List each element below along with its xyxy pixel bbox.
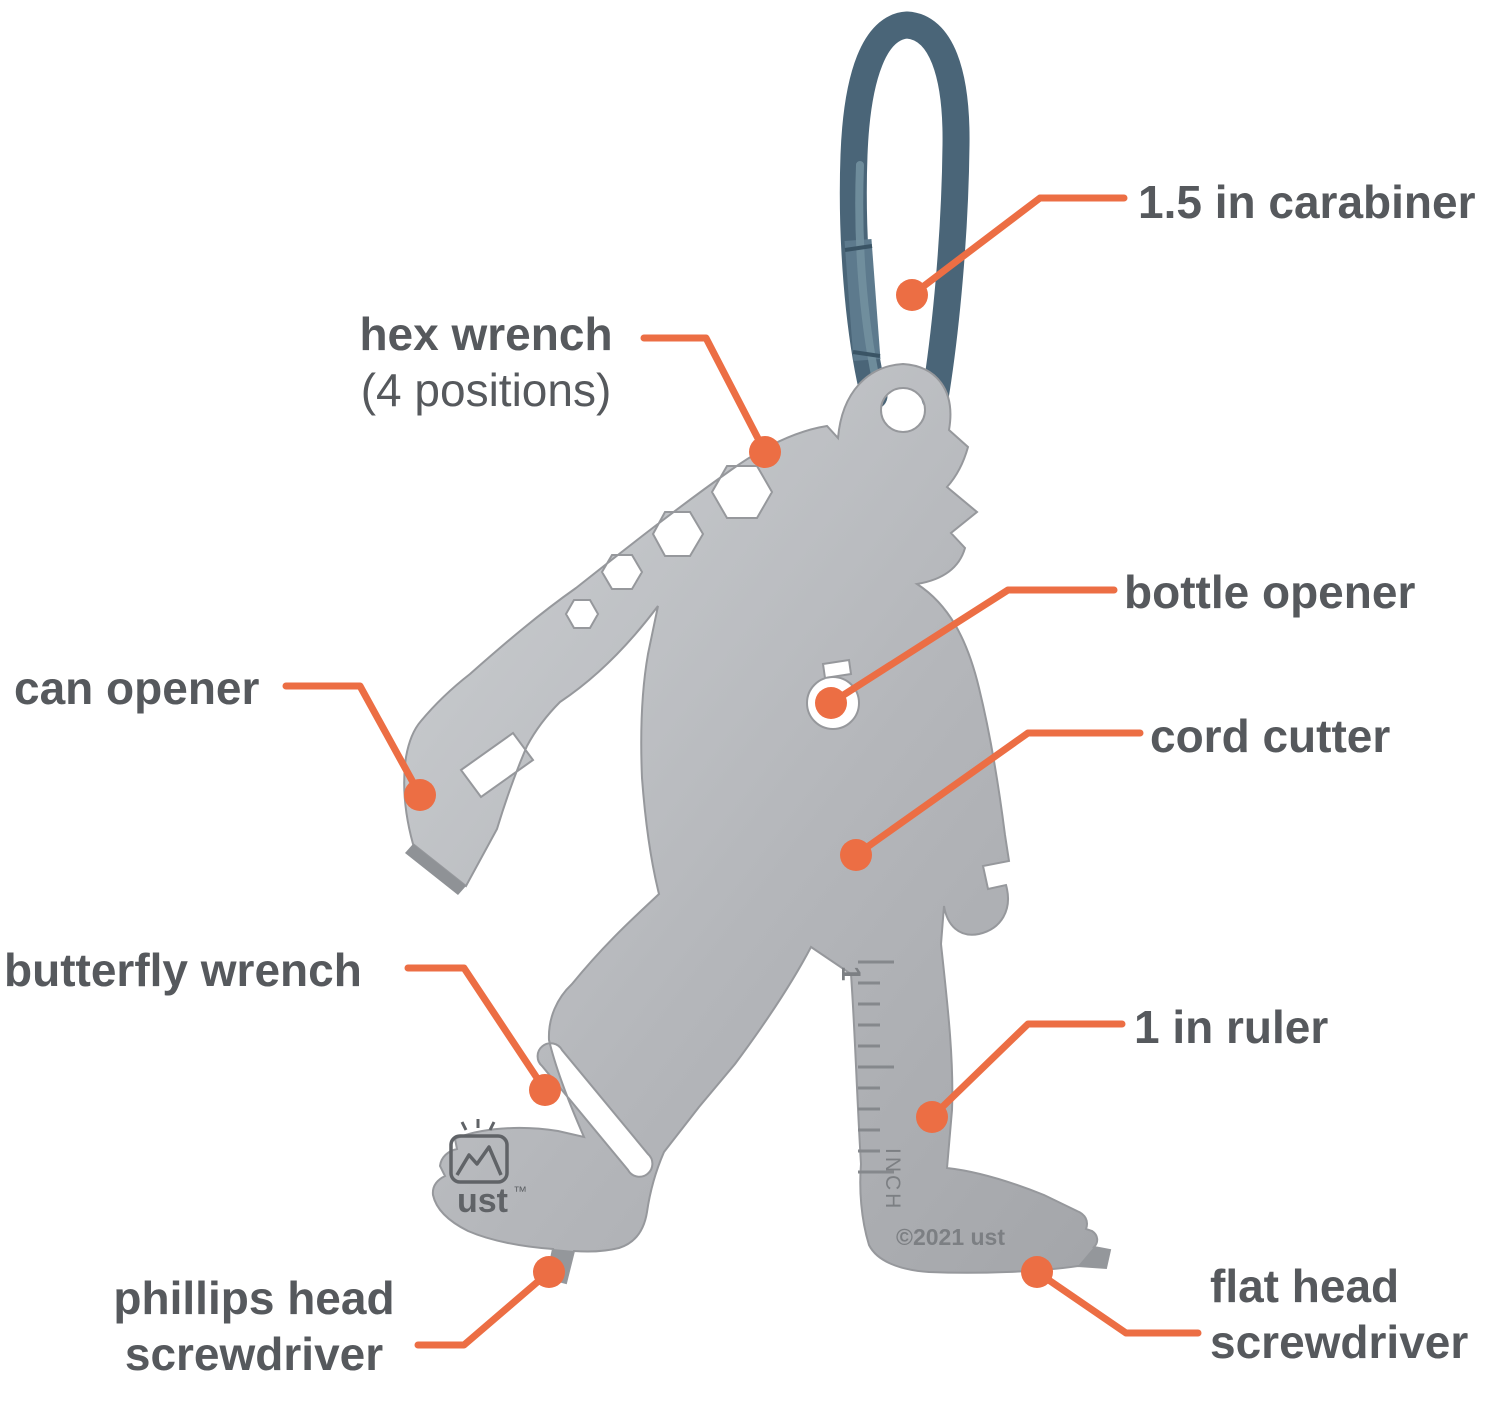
- bigfoot-tool-body: [403, 362, 1112, 1285]
- annotation-label-can-opener: can opener: [14, 662, 260, 714]
- leader-line-flat-head: [1033, 1268, 1202, 1337]
- carabiner-gate-seam-top: [844, 244, 873, 252]
- ruler-one-mark: 1: [836, 966, 866, 981]
- marker-dot-can-opener: [404, 779, 436, 811]
- multitool-graphic: 1 INCH ust ™ ©2021 ust: [403, 362, 1112, 1285]
- leader-line-bottle-opener: [827, 586, 1118, 707]
- marker-dot-ruler: [916, 1101, 948, 1133]
- annotation-label-carabiner: 1.5 in carabiner: [1138, 176, 1476, 228]
- marker-dot-butterfly-wrench: [529, 1074, 561, 1106]
- marker-dot-cord-cutter: [840, 839, 872, 871]
- ruler-ticks: [858, 960, 894, 1174]
- leader-line-ruler: [928, 1020, 1126, 1121]
- leader-lines: [282, 194, 1202, 1349]
- annotation-label-hex-wrench: hex wrench (4 positions): [318, 306, 654, 418]
- can-opener-bevel: [405, 844, 466, 895]
- carabiner-gate-seam-bottom: [852, 350, 881, 358]
- leader-line-carabiner: [908, 194, 1128, 299]
- ust-logo: ust ™: [449, 1119, 527, 1220]
- carabiner-graphic: [839, 11, 970, 412]
- marker-dot-phillips: [533, 1256, 565, 1288]
- phillips-label-line1: phillips head: [113, 1272, 395, 1324]
- annotation-label-bottle-opener: bottle opener: [1124, 566, 1416, 618]
- marker-dot-hex-wrench: [749, 436, 781, 468]
- leader-line-cord-cutter: [852, 729, 1144, 859]
- ust-logo-text: ust: [457, 1182, 508, 1220]
- marker-dot-flat-head: [1021, 1256, 1053, 1288]
- annotation-label-butterfly-wrench: butterfly wrench: [4, 944, 362, 996]
- leader-line-can-opener: [282, 682, 424, 799]
- annotation-label-flat-head: flat head screwdriver: [1210, 1258, 1468, 1370]
- hex-wrench-label-line2: (4 positions): [360, 364, 612, 417]
- ust-logo-tm: ™: [513, 1183, 527, 1199]
- leader-line-hex-wrench: [640, 334, 769, 456]
- phillips-label-line2: screwdriver: [124, 1328, 384, 1381]
- marker-dot-carabiner: [896, 279, 928, 311]
- flat-head-label-line1: flat head: [1210, 1260, 1400, 1312]
- hex-wrench-label-line1: hex wrench: [359, 308, 613, 360]
- leader-line-phillips: [414, 1268, 553, 1349]
- copyright-text: ©2021 ust: [896, 1224, 1005, 1250]
- flathead-screwdriver-tab: [1078, 1247, 1110, 1268]
- annotation-label-ruler: 1 in ruler: [1134, 1001, 1329, 1053]
- annotation-label-phillips: phillips head screwdriver: [78, 1270, 430, 1382]
- flat-head-label-line2: screwdriver: [1210, 1316, 1469, 1369]
- ruler-inch-mark: INCH: [881, 1148, 904, 1211]
- annotation-label-cord-cutter: cord cutter: [1150, 710, 1391, 762]
- marker-dots: [404, 279, 1053, 1288]
- leader-line-butterfly-wrench: [404, 964, 549, 1094]
- marker-dot-bottle-opener: [815, 687, 847, 719]
